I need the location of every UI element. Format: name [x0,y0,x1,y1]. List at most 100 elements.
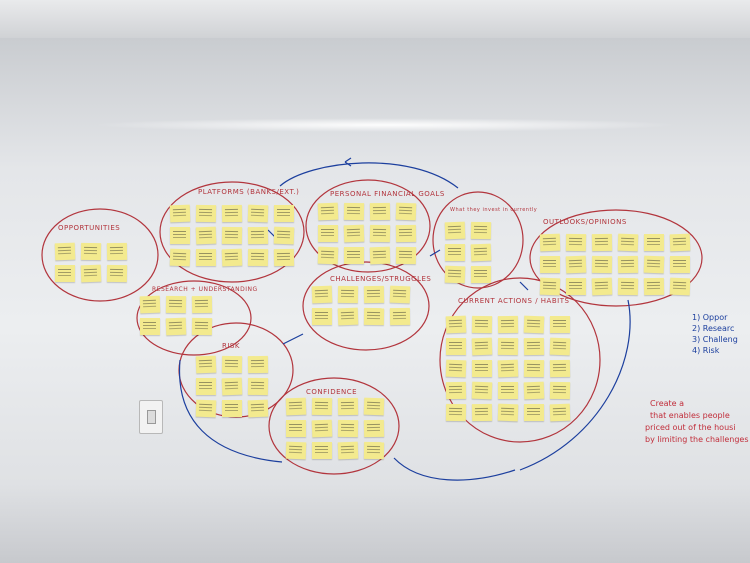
sticky-note [140,318,160,335]
sticky-note [617,277,639,296]
financial-goals-label: PERSONAL FINANCIAL GOALS [330,190,445,198]
sticky-note [195,204,217,223]
invest-label: What they invest in currently [450,207,538,213]
sticky-note [247,399,269,418]
confidence-label: CONFIDENCE [306,388,358,396]
sticky-note [565,255,587,274]
sticky-note [221,377,243,396]
sticky-note [369,202,391,221]
sticky-note [196,249,216,266]
sticky-note [337,441,359,460]
sticky-note [311,397,333,416]
sticky-note [343,202,365,221]
outlooks-label: OUTLOOKS/OPINIONS [543,218,627,226]
light-reflection [90,118,680,132]
sticky-note [170,227,190,244]
sticky-note [344,247,364,264]
sticky-note [471,381,493,400]
sticky-note [369,224,391,243]
sticky-note [498,382,518,399]
sticky-note [470,221,492,240]
sticky-note [337,419,359,438]
sticky-note [497,337,519,356]
sticky-note [343,224,365,243]
sticky-note [395,202,417,221]
numbered-list: 1) Oppor 2) Researc 3) Challeng 4) Risk [692,313,738,355]
sticky-note [497,403,519,422]
sticky-note [395,246,417,265]
sticky-note [539,233,561,252]
sticky-note [337,307,359,326]
sticky-note [312,442,332,459]
bottom-arrow [393,457,516,481]
sticky-note [363,441,385,460]
sticky-note [471,337,493,356]
sticky-note [195,226,217,245]
sticky-note [497,359,519,378]
sticky-note [363,397,385,416]
sticky-note [669,277,691,296]
sticky-note [445,315,467,334]
sticky-note [523,315,545,334]
sticky-note [389,285,411,304]
sticky-note [445,244,465,261]
sticky-note [221,248,243,267]
research-label: RESEARCH + UNDERSTANDING [152,286,258,293]
sticky-note [549,359,571,378]
confidence-circle [268,377,400,475]
invest-circle [432,191,524,289]
sticky-note [591,277,613,296]
sticky-note [312,308,332,325]
sticky-note [549,403,571,422]
sticky-note [165,295,187,314]
research-circle [136,280,252,356]
sticky-note [470,243,492,262]
sticky-note [273,248,295,267]
platforms-label: PLATFORMS (BANKS/EXT.) [198,188,300,196]
sticky-note [363,307,385,326]
sticky-note [670,256,690,273]
statement-line-3: priced out of the housi [645,423,736,432]
sticky-note [444,265,466,284]
sticky-note [54,242,76,261]
sticky-note [247,204,269,223]
sticky-note [540,256,560,273]
sticky-note [274,205,294,222]
sticky-note [247,377,269,396]
sticky-note [195,355,217,374]
sticky-note [106,242,128,261]
statement-line-1: Create a [650,399,685,408]
sticky-note [549,381,571,400]
financial-goals-circle [305,179,431,273]
statement-line-2: that enables people [650,411,730,420]
sticky-note [363,419,385,438]
sticky-note [318,225,338,242]
sticky-note [311,285,333,304]
sticky-note [337,397,359,416]
sticky-note [539,277,561,296]
sticky-note [80,242,102,261]
outlooks-circle [529,209,703,307]
ceiling-tiles [0,0,750,40]
sticky-note [591,255,613,274]
sticky-note [446,338,466,355]
left-loop-arrow [178,359,283,463]
platforms-circle [159,181,305,283]
sticky-note [247,248,269,267]
right-loop-arrow [519,299,631,471]
sticky-note [523,381,545,400]
sticky-note [369,246,391,265]
sticky-note [566,278,586,295]
sticky-note [286,420,306,437]
risk-label: RISK [222,342,240,350]
sticky-note [445,403,467,422]
sticky-note [169,204,191,223]
sticky-note [221,355,243,374]
sticky-note [523,337,545,356]
sticky-note [549,337,571,356]
top-arrow [279,162,459,189]
sticky-note [106,264,128,283]
sticky-note [195,399,217,418]
